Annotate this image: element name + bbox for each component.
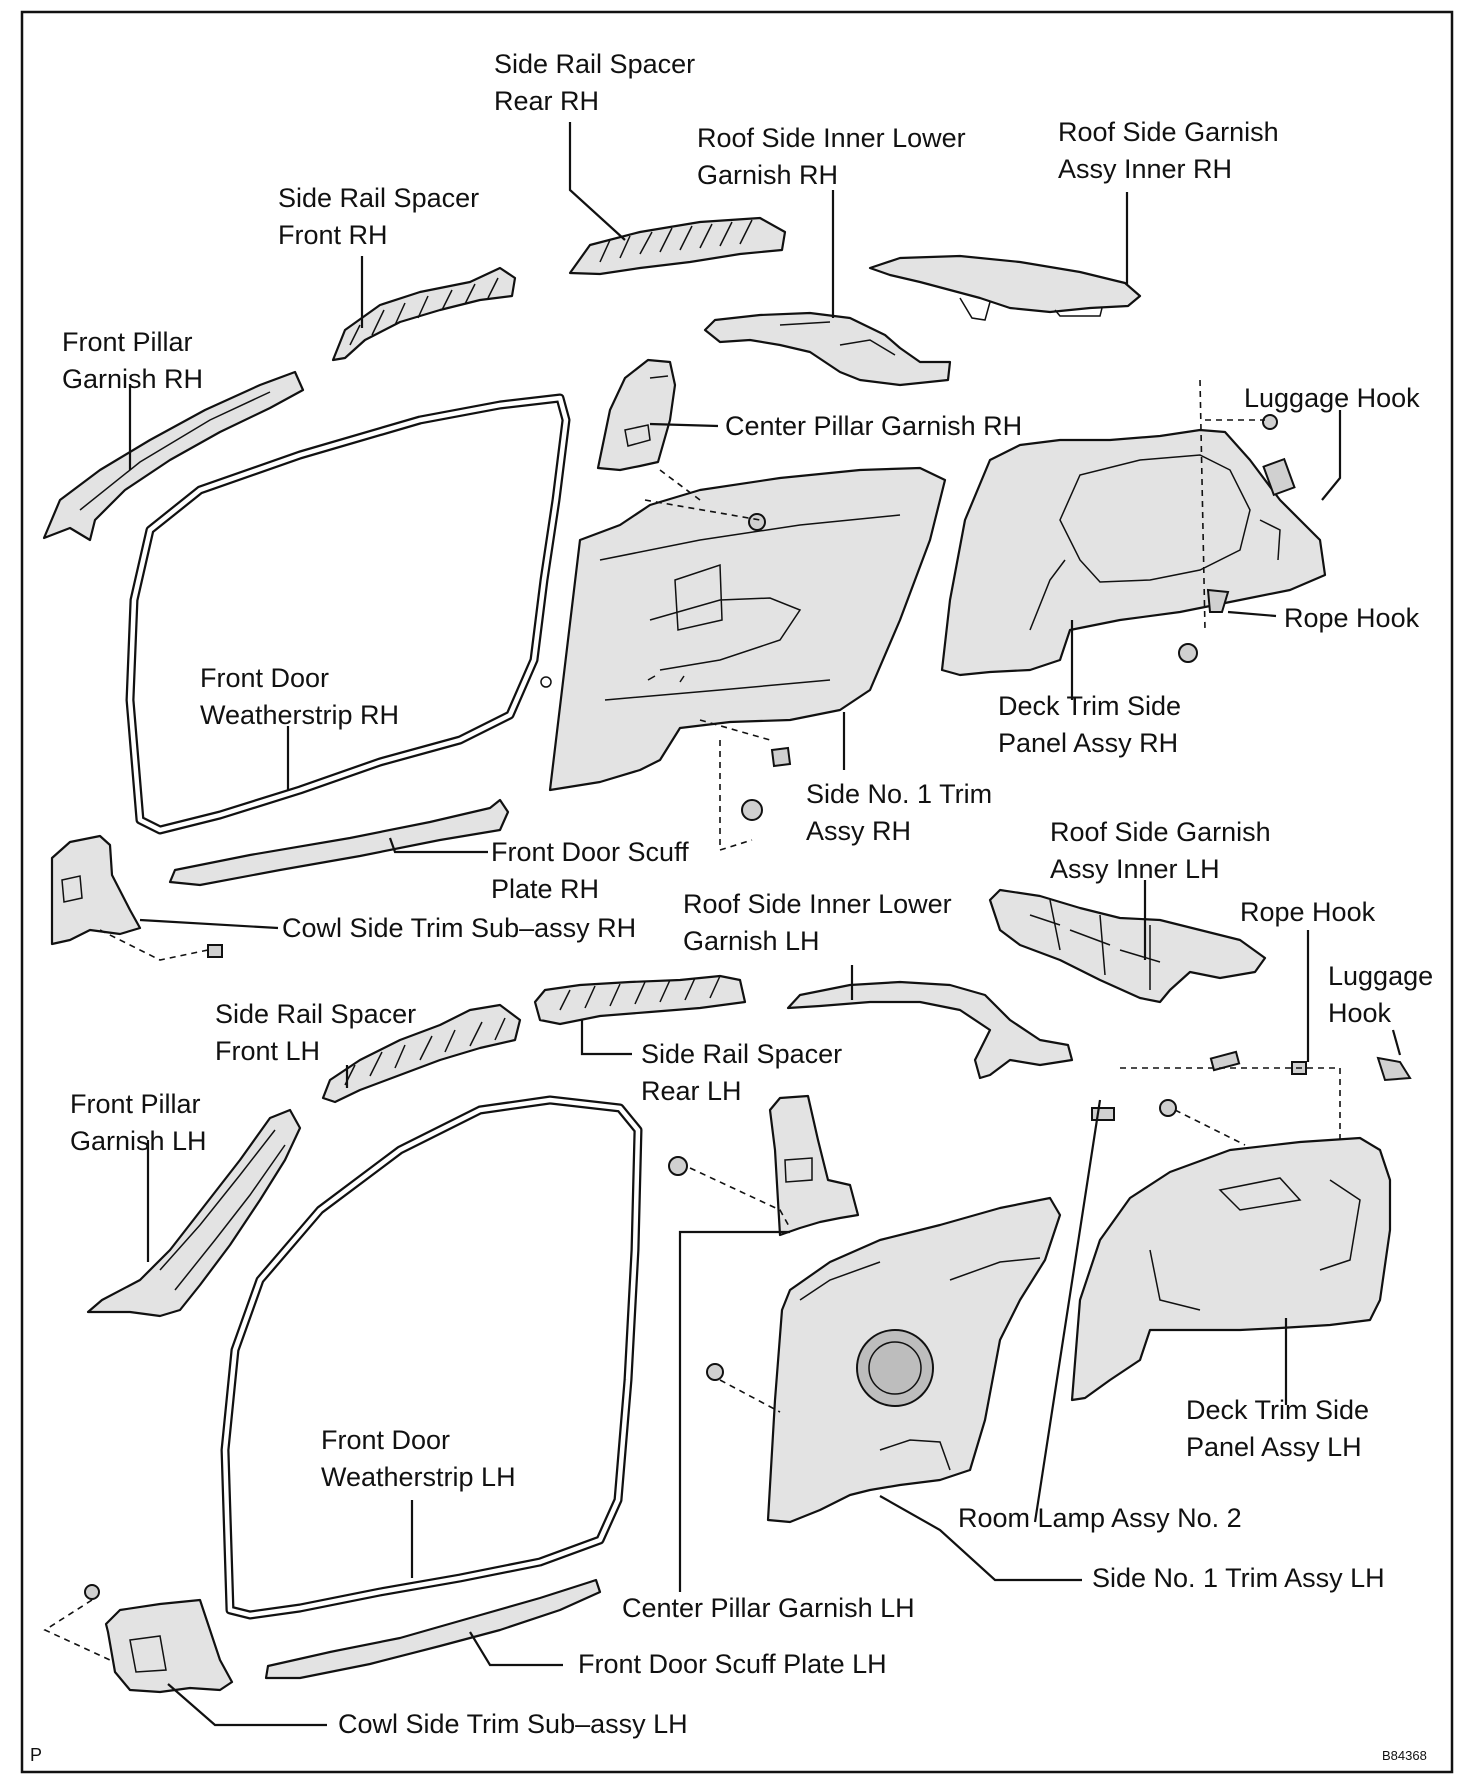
roof-side-inner-lower-garnish-lh-part bbox=[786, 980, 1074, 1080]
label-cowl-side-trim-sub-assy-lh: Cowl Side Trim Sub–assy LH bbox=[338, 1709, 688, 1739]
leader-lines bbox=[128, 122, 1402, 1727]
label-front-pillar-garnish-lh: Front Pillar Garnish LH bbox=[70, 1089, 207, 1156]
label-rope-hook-lh: Rope Hook bbox=[1240, 897, 1376, 927]
side-rail-spacer-front-lh-part bbox=[321, 1003, 522, 1104]
label-roof-side-garnish-assy-inner-lh: Roof Side Garnish Assy Inner LH bbox=[1050, 817, 1271, 884]
diagram-frame bbox=[20, 10, 1454, 1774]
label-room-lamp-assy-no2: Room Lamp Assy No. 2 bbox=[958, 1503, 1242, 1533]
front-door-scuff-plate-lh-part bbox=[264, 1578, 602, 1680]
cowl-side-trim-lh-part bbox=[104, 1598, 234, 1694]
side-rail-spacer-rear-rh-part bbox=[568, 216, 787, 276]
front-door-weatherstrip-lh-part bbox=[220, 1095, 643, 1620]
side-no1-trim-assy-rh-part bbox=[548, 466, 947, 792]
center-pillar-garnish-lh-part bbox=[768, 1094, 860, 1237]
label-front-pillar-garnish-rh: Front Pillar Garnish RH bbox=[62, 327, 204, 394]
fastener-clips-rh bbox=[207, 414, 1296, 958]
cowl-side-trim-rh-part bbox=[50, 834, 142, 946]
figure-id: B84368 bbox=[1382, 1748, 1427, 1763]
front-door-weatherstrip-rh-part bbox=[125, 393, 571, 835]
front-pillar-garnish-rh-part bbox=[42, 370, 305, 542]
label-deck-trim-side-panel-assy-lh: Deck Trim Side Panel Assy LH bbox=[1186, 1395, 1370, 1462]
roof-side-garnish-assy-inner-rh-part bbox=[868, 254, 1142, 321]
fastener-clips-lh bbox=[84, 1050, 1412, 1600]
installation-dashed-lines bbox=[43, 379, 1341, 1661]
side-rail-spacer-rear-lh-part bbox=[533, 974, 747, 1026]
front-door-scuff-plate-rh-part bbox=[168, 798, 510, 887]
label-cowl-side-trim-sub-assy-rh: Cowl Side Trim Sub–assy RH bbox=[282, 913, 637, 943]
page-letter: P bbox=[30, 1745, 43, 1765]
front-pillar-garnish-lh-part bbox=[86, 1108, 302, 1318]
label-deck-trim-side-panel-assy-rh: Deck Trim Side Panel Assy RH bbox=[998, 691, 1182, 758]
label-roof-side-inner-lower-garnish-rh: Roof Side Inner Lower Garnish RH bbox=[697, 123, 966, 190]
side-no1-trim-assy-lh-part bbox=[766, 1196, 1062, 1524]
label-front-door-weatherstrip-rh: Front Door Weatherstrip RH bbox=[200, 663, 400, 730]
label-side-rail-spacer-front-rh: Side Rail Spacer Front RH bbox=[278, 183, 480, 250]
label-luggage-hook-rh: Luggage Hook bbox=[1244, 383, 1420, 413]
label-roof-side-inner-lower-garnish-lh: Roof Side Inner Lower Garnish LH bbox=[683, 889, 952, 956]
label-luggage-hook-lh: Luggage Hook bbox=[1328, 961, 1434, 1028]
label-front-door-weatherstrip-lh: Front Door Weatherstrip LH bbox=[321, 1425, 516, 1492]
label-side-rail-spacer-rear-lh: Side Rail Spacer Rear LH bbox=[641, 1039, 843, 1106]
label-side-rail-spacer-front-lh: Side Rail Spacer Front LH bbox=[215, 999, 417, 1066]
label-side-no1-trim-assy-rh: Side No. 1 Trim Assy RH bbox=[806, 779, 993, 846]
deck-trim-side-panel-assy-lh-part bbox=[1070, 1136, 1392, 1402]
roof-side-inner-lower-garnish-rh-part bbox=[703, 311, 952, 387]
label-side-rail-spacer-rear-rh: Side Rail Spacer Rear RH bbox=[494, 49, 696, 116]
label-front-door-scuff-plate-rh: Front Door Scuff Plate RH bbox=[491, 837, 689, 904]
label-roof-side-garnish-assy-inner-rh: Roof Side Garnish Assy Inner RH bbox=[1058, 117, 1279, 184]
label-center-pillar-garnish-rh: Center Pillar Garnish RH bbox=[725, 411, 1023, 441]
label-side-no1-trim-assy-lh: Side No. 1 Trim Assy LH bbox=[1092, 1563, 1385, 1593]
side-rail-spacer-front-rh-part bbox=[331, 266, 517, 362]
label-front-door-scuff-plate-lh: Front Door Scuff Plate LH bbox=[578, 1649, 887, 1679]
roof-side-garnish-assy-inner-lh-part bbox=[988, 888, 1267, 1004]
label-rope-hook-rh: Rope Hook bbox=[1284, 603, 1420, 633]
label-center-pillar-garnish-lh: Center Pillar Garnish LH bbox=[622, 1593, 915, 1623]
deck-trim-side-panel-assy-rh-part bbox=[940, 428, 1327, 677]
center-pillar-garnish-rh-part bbox=[596, 358, 677, 472]
